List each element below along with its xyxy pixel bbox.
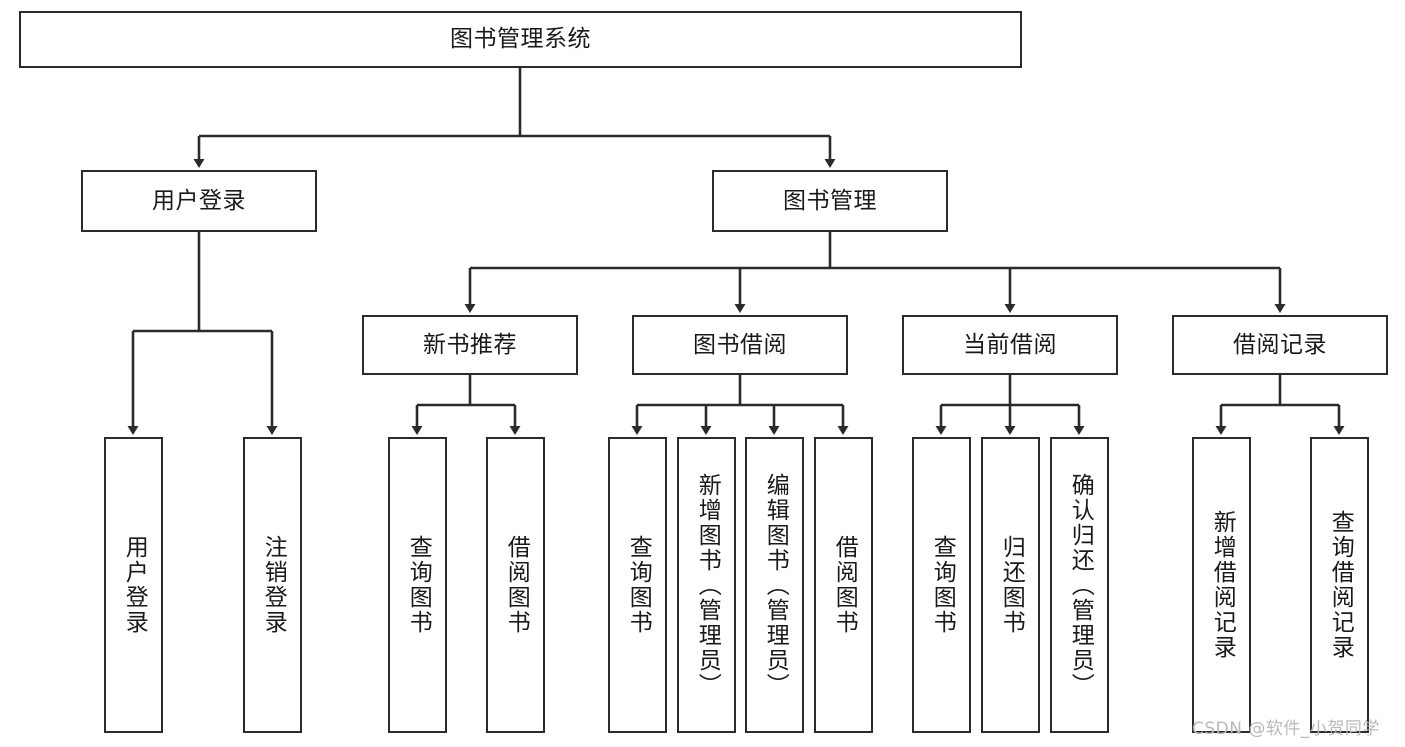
node-current-borrow[interactable]: 当前借阅 <box>902 315 1118 375</box>
node-leaf-cb-return-book[interactable]: 归还图书 <box>981 437 1040 733</box>
node-leaf-cb-query-book[interactable]: 查询图书 <box>912 437 971 733</box>
node-leaf-cb-query-book-label: 查询图书 <box>929 535 956 635</box>
node-leaf-br-add-record-label: 新增借阅记录 <box>1209 510 1236 660</box>
node-leaf-cb-return-book-label: 归还图书 <box>998 535 1025 635</box>
node-book-manage[interactable]: 图书管理 <box>712 170 948 232</box>
node-root-label: 图书管理系统 <box>450 26 591 53</box>
node-borrow-record-label: 借阅记录 <box>1233 331 1327 358</box>
node-leaf-bb-add-book-label: 新增图书（管理员） <box>694 472 721 698</box>
node-leaf-bb-borrow-book[interactable]: 借阅图书 <box>814 437 873 733</box>
node-user-login-label: 用户登录 <box>152 187 246 214</box>
node-leaf-cb-confirm-return-label: 确认归还（管理员） <box>1067 472 1094 698</box>
node-leaf-cb-confirm-return[interactable]: 确认归还（管理员） <box>1050 437 1109 733</box>
node-book-borrow-label: 图书借阅 <box>693 331 787 358</box>
node-current-borrow-label: 当前借阅 <box>963 331 1057 358</box>
node-leaf-nbr-query-book-label: 查询图书 <box>405 535 432 635</box>
node-book-borrow[interactable]: 图书借阅 <box>632 315 848 375</box>
node-leaf-nbr-borrow-book[interactable]: 借阅图书 <box>486 437 545 733</box>
node-root[interactable]: 图书管理系统 <box>19 11 1022 68</box>
node-leaf-nbr-query-book[interactable]: 查询图书 <box>388 437 447 733</box>
node-leaf-user-login-label: 用户登录 <box>121 535 148 635</box>
node-leaf-bb-edit-book[interactable]: 编辑图书（管理员） <box>745 437 804 733</box>
node-borrow-record[interactable]: 借阅记录 <box>1172 315 1388 375</box>
node-leaf-bb-edit-book-label: 编辑图书（管理员） <box>762 472 789 698</box>
node-leaf-br-query-record-label: 查询借阅记录 <box>1327 510 1354 660</box>
node-leaf-br-query-record[interactable]: 查询借阅记录 <box>1310 437 1369 733</box>
node-leaf-logout-label: 注销登录 <box>260 535 287 635</box>
node-book-manage-label: 图书管理 <box>783 187 877 214</box>
node-new-book-recommend[interactable]: 新书推荐 <box>362 315 578 375</box>
node-leaf-bb-query-book[interactable]: 查询图书 <box>608 437 667 733</box>
node-leaf-user-login[interactable]: 用户登录 <box>104 437 163 733</box>
node-leaf-bb-query-book-label: 查询图书 <box>625 535 652 635</box>
node-leaf-br-add-record[interactable]: 新增借阅记录 <box>1192 437 1251 733</box>
node-leaf-bb-borrow-book-label: 借阅图书 <box>831 535 858 635</box>
node-leaf-bb-add-book[interactable]: 新增图书（管理员） <box>677 437 736 733</box>
node-leaf-nbr-borrow-book-label: 借阅图书 <box>503 535 530 635</box>
node-new-book-recommend-label: 新书推荐 <box>423 331 517 358</box>
node-user-login[interactable]: 用户登录 <box>81 170 317 232</box>
node-leaf-logout[interactable]: 注销登录 <box>243 437 302 733</box>
